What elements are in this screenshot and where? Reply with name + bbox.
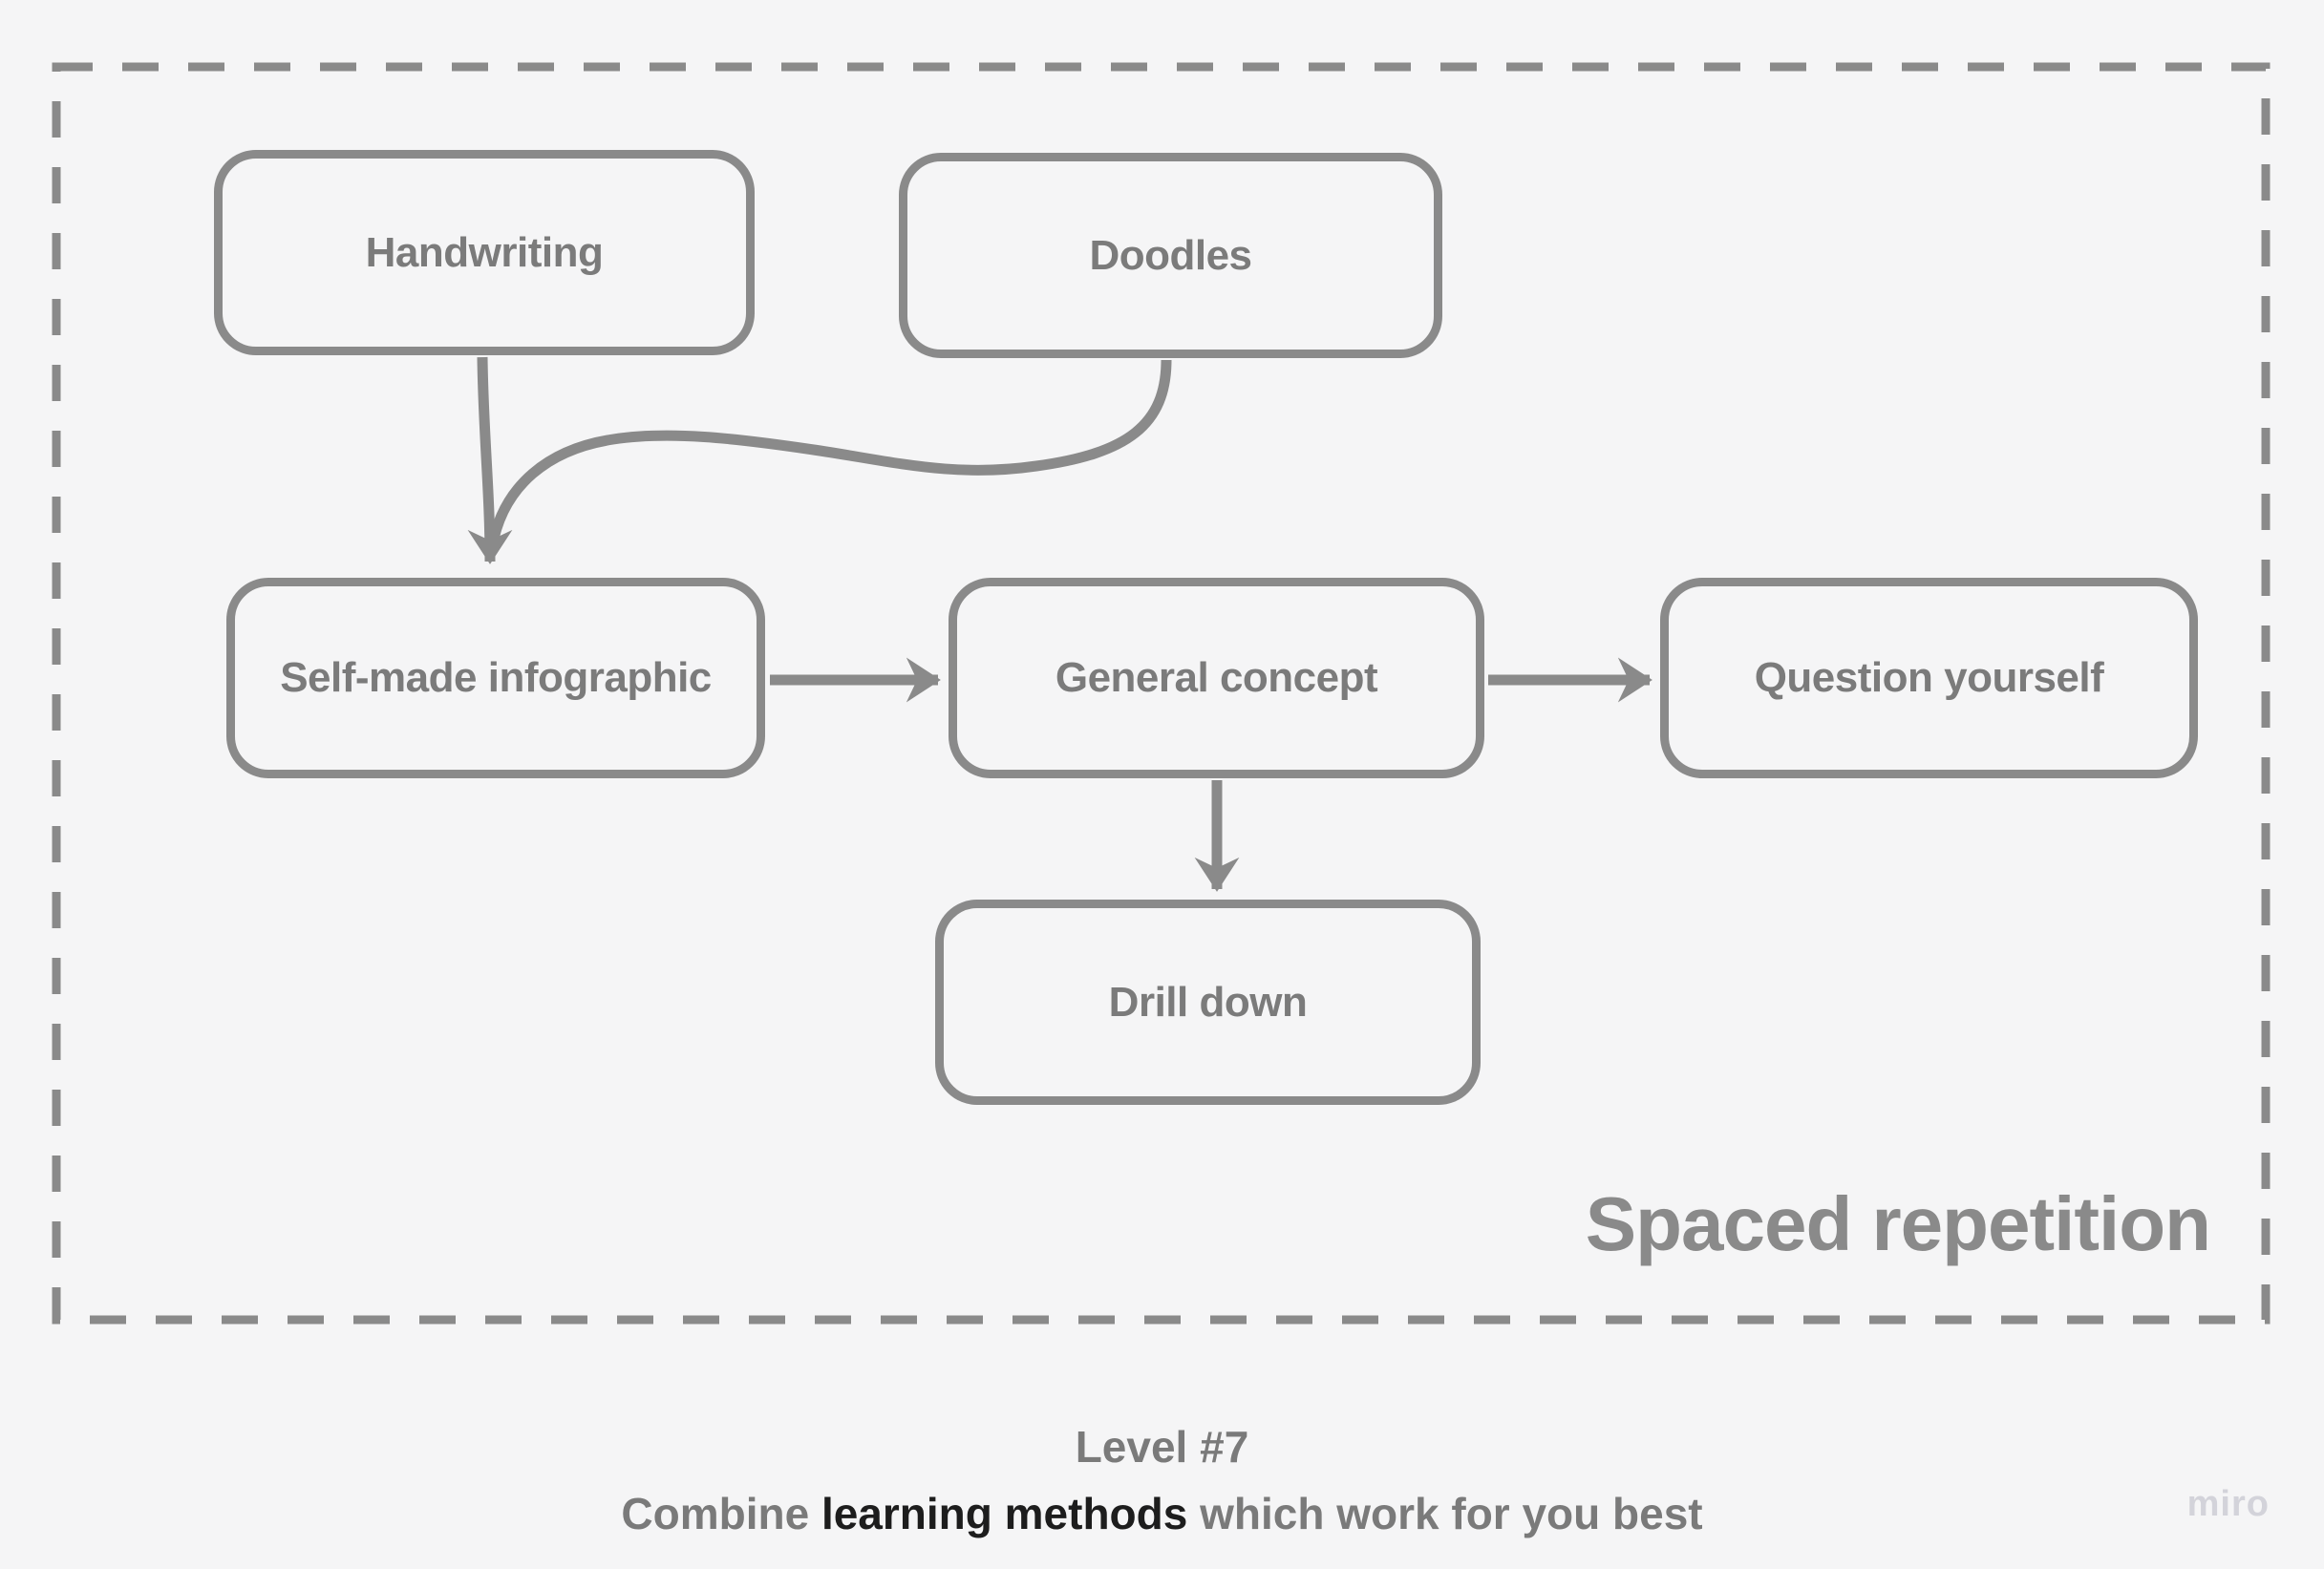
caption-block[interactable]: Level #7 Combine learning methods which … [0,1413,2324,1547]
node-question-yourself[interactable]: Question yourself [1660,578,2198,778]
node-self-made-infographic[interactable]: Self-made infographic [226,578,765,778]
node-self-made-infographic-label: Self-made infographic [280,654,712,701]
frame-title[interactable]: Spaced repetition [1585,1181,2211,1266]
node-handwriting[interactable]: Handwriting [214,150,755,355]
node-general-concept-label: General concept [1055,654,1378,701]
caption-tip: Combine learning methods which work for … [0,1480,2324,1547]
caption-level: Level #7 [1075,1422,1249,1472]
caption-tip-part3: which work for you best [1187,1489,1703,1538]
frame-border[interactable] [52,62,2271,1325]
node-drill-down-label: Drill down [1108,978,1308,1026]
node-doodles-label: Doodles [1089,231,1252,279]
connector-handwriting-to-infographic[interactable] [467,356,513,564]
node-drill-down[interactable]: Drill down [935,900,1481,1105]
node-doodles[interactable]: Doodles [899,153,1442,358]
caption-tip-part1: Combine [621,1489,821,1538]
miro-logo: miro [2186,1484,2270,1524]
connector-doodles-to-infographic[interactable] [486,359,1172,549]
node-general-concept[interactable]: General concept [949,578,1484,778]
caption-tip-emphasis: learning methods [821,1489,1188,1538]
node-handwriting-label: Handwriting [365,228,604,276]
node-question-yourself-label: Question yourself [1754,654,2104,701]
